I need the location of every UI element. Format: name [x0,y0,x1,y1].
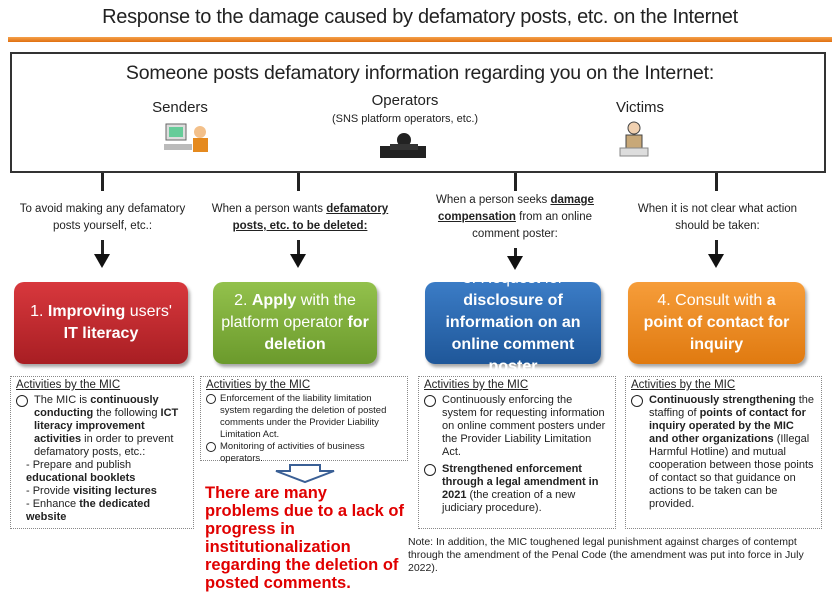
situation-4: When it is not clear what action should … [637,203,798,232]
step-3-box: 3. Request for disclosure of information… [425,270,601,375]
activities-heading: Activities by the MIC [631,379,736,391]
senders-label: Senders [152,99,208,116]
activities-box-2: Activities by the MIC Enforcement of the… [200,376,408,464]
hollow-down-arrow-icon [275,464,335,484]
activity-item: Enforcement of the liability limitation … [206,393,402,441]
activity-subitem: - Enhance the dedicated website [26,498,151,523]
footnote: Note: In addition, the MIC toughened leg… [408,536,804,574]
step-4-box: 4. Consult with a point of contact for i… [628,282,805,364]
title-underline [8,37,832,42]
activity-item: The MIC is continuously conducting the f… [16,394,188,459]
down-arrow-icon [708,254,724,268]
victim-icon [619,121,649,157]
step-2-box: 2. Apply with the platform operator for … [213,282,377,364]
activity-item: Continuously enforcing the system for re… [424,394,610,459]
connector-line [715,173,718,191]
connector-line [514,173,517,191]
diagram-title: Response to the damage caused by defamat… [102,6,738,28]
activities-heading: Activities by the MIC [424,379,529,391]
activities-box-4: Activities by the MIC Continuously stren… [625,376,822,529]
activities-heading: Activities by the MIC [206,379,311,391]
down-arrow-icon [290,254,306,268]
down-arrow-icon [94,254,110,268]
circle-bullet-icon [424,464,436,476]
activity-item: Strengthened enforcement through a legal… [424,463,610,515]
scenario-headline: Someone posts defamatory information reg… [125,62,715,84]
step-1-box: 1. Improving users' IT literacy [14,282,188,364]
victims-label: Victims [615,99,665,116]
arrow-shaft [101,240,104,254]
activity-item: Monitoring of activities of business ope… [206,441,402,465]
situation-1: To avoid making any defamatory posts you… [19,203,186,232]
circle-bullet-icon [631,395,643,407]
distressed-operator-icon [380,133,426,158]
circle-bullet-icon [206,394,216,404]
arrow-shaft [715,240,718,254]
scenario-box [10,52,826,173]
problem-statement: There are many problems due to a lack of… [205,484,404,592]
activities-box-3: Activities by the MIC Continuously enfor… [418,376,616,529]
operators-sublabel: (SNS platform operators, etc.) [331,113,479,125]
circle-bullet-icon [424,395,436,407]
computer-user-icon [164,123,208,152]
situation-3: When a person seeks damage compensation … [436,194,594,240]
arrow-shaft [514,248,517,256]
situation-2: When a person wants defamatory posts, et… [211,203,389,232]
activity-subitem: - Provide visiting lectures [26,485,157,497]
activity-item: Continuously strengthening the staffing … [631,394,816,511]
circle-bullet-icon [206,442,216,452]
connector-line [101,173,104,191]
down-arrow-icon [507,256,523,270]
connector-line [297,173,300,191]
arrow-shaft [297,240,300,254]
activities-heading: Activities by the MIC [16,379,121,391]
circle-bullet-icon [16,395,28,407]
activities-box-1: Activities by the MIC The MIC is continu… [10,376,194,529]
activity-subitem: - Prepare and publish educational bookle… [26,459,136,484]
operators-label: Operators [371,92,439,109]
